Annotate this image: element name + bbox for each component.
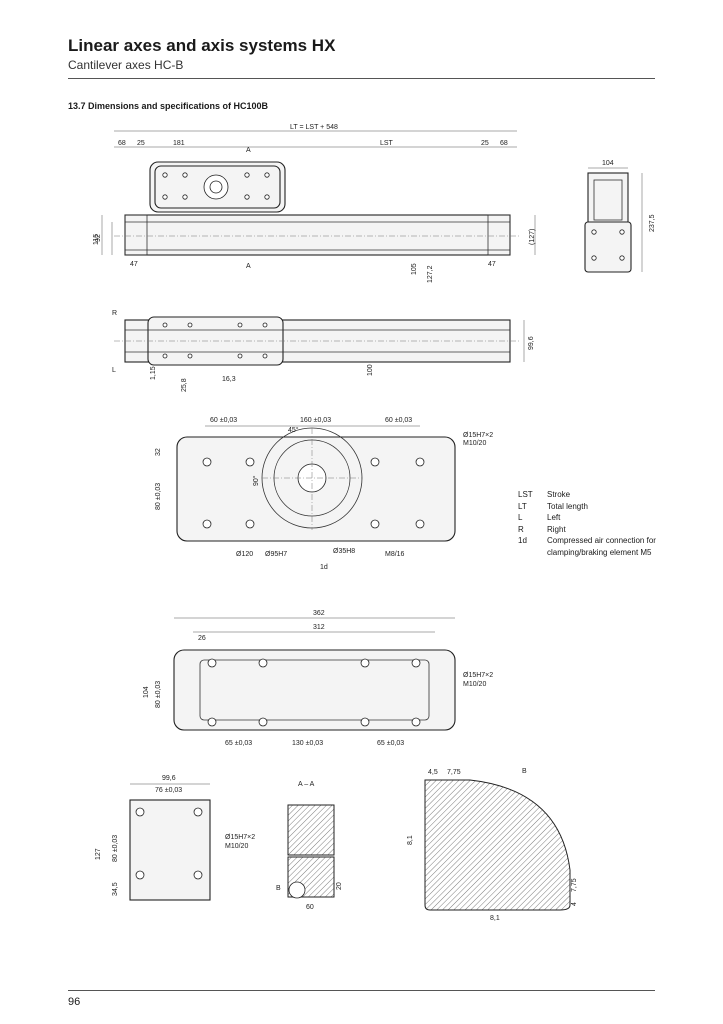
svg-text:B: B <box>522 768 527 775</box>
svg-text:Ø15H7×2: Ø15H7×2 <box>463 432 493 439</box>
svg-text:90°: 90° <box>252 475 260 486</box>
svg-text:8,1: 8,1 <box>407 835 414 845</box>
svg-text:B: B <box>276 885 281 892</box>
svg-text:45°: 45° <box>288 426 299 434</box>
svg-text:L: L <box>112 367 116 374</box>
svg-text:99,6: 99,6 <box>162 775 176 782</box>
header-rule <box>68 78 655 79</box>
svg-text:A: A <box>246 147 251 154</box>
svg-text:25: 25 <box>481 140 489 147</box>
svg-text:80 ±0,03: 80 ±0,03 <box>155 483 162 510</box>
detail-b: B 4,5 7,75 8,1 7,75 4 8,1 <box>407 768 578 922</box>
svg-text:80 ±0,03: 80 ±0,03 <box>155 681 162 708</box>
svg-text:7,75: 7,75 <box>447 769 461 776</box>
svg-text:362: 362 <box>313 610 325 617</box>
svg-text:(127): (127) <box>529 229 536 245</box>
carriage-top-view: 60 ±0,03 160 ±0,03 60 ±0,03 45° 90° 32 8… <box>155 417 493 571</box>
svg-text:237,5: 237,5 <box>649 214 656 232</box>
page-number: 96 <box>68 996 81 1008</box>
svg-text:130 ±0,03: 130 ±0,03 <box>292 740 323 747</box>
svg-text:25: 25 <box>137 140 145 147</box>
svg-text:M8/16: M8/16 <box>385 551 405 558</box>
svg-text:Ø35H8: Ø35H8 <box>333 548 355 555</box>
svg-text:127,2: 127,2 <box>427 265 434 283</box>
svg-text:A: A <box>246 263 251 270</box>
svg-text:20: 20 <box>336 882 343 890</box>
plate-view: 99,6 76 ±0,03 127 80 ±0,03 34,5 Ø15H7×2 … <box>95 775 255 901</box>
footer-rule <box>68 990 655 991</box>
svg-text:160 ±0,03: 160 ±0,03 <box>300 417 331 424</box>
svg-text:32: 32 <box>155 448 162 456</box>
top-view: R L 99,6 1,15 25,8 16,3 100 <box>112 310 535 392</box>
svg-text:65 ±0,03: 65 ±0,03 <box>225 740 252 747</box>
svg-text:127: 127 <box>95 848 102 860</box>
svg-text:Ø15H7×2: Ø15H7×2 <box>225 834 255 841</box>
svg-text:Ø120: Ø120 <box>236 551 253 558</box>
svg-text:8,1: 8,1 <box>490 915 500 922</box>
svg-text:104: 104 <box>602 160 614 167</box>
svg-text:76 ±0,03: 76 ±0,03 <box>155 787 182 794</box>
svg-text:60 ±0,03: 60 ±0,03 <box>385 417 412 424</box>
svg-text:68: 68 <box>118 140 126 147</box>
svg-text:1d: 1d <box>320 564 328 571</box>
svg-text:60: 60 <box>306 904 314 911</box>
svg-text:80 ±0,03: 80 ±0,03 <box>112 835 119 862</box>
svg-text:LST: LST <box>380 140 394 147</box>
svg-text:25,8: 25,8 <box>181 378 188 392</box>
svg-text:115: 115 <box>93 234 100 245</box>
svg-text:M10/20: M10/20 <box>463 681 486 688</box>
svg-text:104: 104 <box>143 686 150 698</box>
svg-text:47: 47 <box>488 261 496 268</box>
svg-text:4: 4 <box>571 902 578 906</box>
svg-text:16,3: 16,3 <box>222 376 236 383</box>
svg-text:34,5: 34,5 <box>112 882 119 896</box>
svg-text:1,15: 1,15 <box>150 366 157 380</box>
svg-text:R: R <box>112 310 117 317</box>
svg-text:47: 47 <box>130 261 138 268</box>
legend-row: clamping/braking element M5 <box>547 547 652 557</box>
svg-text:A – A: A – A <box>298 781 315 788</box>
end-view: 104 237,5 <box>584 160 656 273</box>
svg-text:60 ±0,03: 60 ±0,03 <box>210 417 237 424</box>
svg-text:181: 181 <box>173 140 185 147</box>
svg-text:99,6: 99,6 <box>528 336 535 350</box>
svg-text:4,5: 4,5 <box>428 769 438 776</box>
svg-text:7,75: 7,75 <box>571 878 578 892</box>
svg-text:Ø15H7×2: Ø15H7×2 <box>463 672 493 679</box>
side-view: LT = LST + 548 68 25 181 LST 25 68 A A 1… <box>93 124 536 283</box>
section-a-a: A – A B 20 60 <box>276 781 343 911</box>
svg-text:105: 105 <box>411 263 418 275</box>
svg-text:M10/20: M10/20 <box>225 843 248 850</box>
svg-text:68: 68 <box>500 140 508 147</box>
page-title: Linear axes and axis systems HX <box>68 36 336 55</box>
page-subtitle: Cantilever axes HC-B <box>68 58 184 72</box>
carriage-bottom-view: 362 312 26 104 80 ±0,03 Ø15H7×2 M10/20 6… <box>143 610 493 747</box>
svg-text:312: 312 <box>313 624 325 631</box>
svg-text:65 ±0,03: 65 ±0,03 <box>377 740 404 747</box>
svg-text:M10/20: M10/20 <box>463 440 486 447</box>
svg-text:100: 100 <box>367 364 374 376</box>
svg-text:26: 26 <box>198 635 206 642</box>
section-heading: 13.7 Dimensions and specifications of HC… <box>68 101 269 111</box>
dim-lt-formula: LT = LST + 548 <box>290 124 338 131</box>
svg-text:Ø95H7: Ø95H7 <box>265 551 287 558</box>
svg-text:92: 92 <box>95 234 102 242</box>
